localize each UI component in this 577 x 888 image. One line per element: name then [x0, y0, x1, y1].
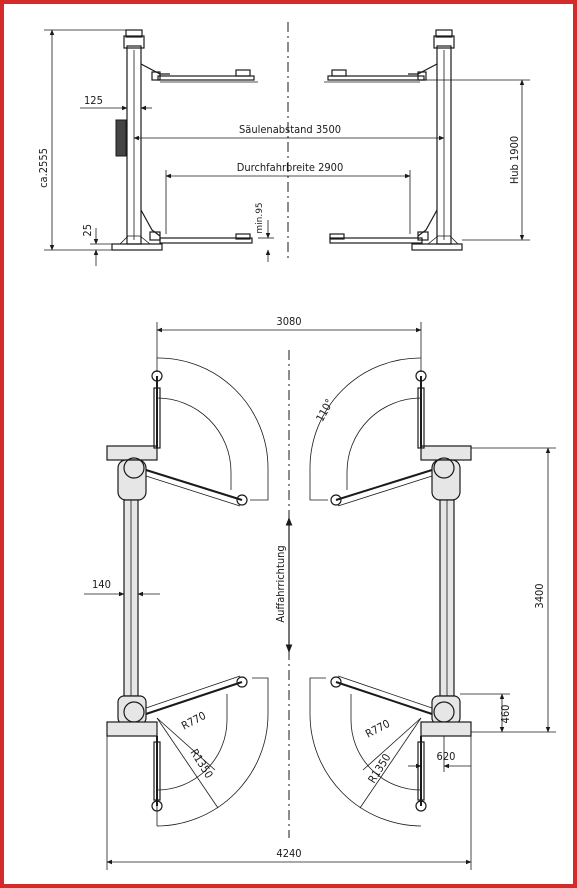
dim-125 — [80, 100, 152, 112]
right-arms-top — [330, 370, 433, 812]
column-spacing-label: Säulenabstand 3500 — [239, 123, 341, 136]
drive-through-label: Durchfahrbreite 2900 — [237, 161, 344, 174]
left-upper-arm — [140, 63, 258, 83]
top-view: 3080 110° Auffahrrichtung 140 3400 R770 … — [84, 315, 556, 870]
direction-label: Auffahrrichtung — [274, 545, 287, 622]
dim-drive-through — [165, 170, 411, 234]
dim-620-label: 620 — [437, 750, 456, 763]
dim-height-side — [44, 29, 126, 251]
swing-area-top-left — [156, 357, 269, 501]
right-column-side — [411, 29, 463, 251]
dim-620 — [408, 736, 471, 772]
dim-3400-label: 3400 — [533, 583, 546, 608]
dim-3400 — [471, 447, 556, 733]
right-upper-arm — [324, 63, 438, 83]
dim-125-label: 125 — [84, 94, 103, 107]
dim-140-label: 140 — [92, 578, 111, 591]
lift-height-label: Hub 1900 — [508, 136, 521, 184]
r770-left-label: R770 — [179, 709, 208, 733]
left-column-side — [111, 29, 163, 251]
dim-min95 — [258, 220, 274, 262]
right-lower-arm — [329, 209, 438, 244]
min-height-label: min.95 — [255, 202, 265, 233]
r770-right-label: R770 — [363, 717, 392, 741]
width-4240-label: 4240 — [276, 847, 301, 860]
control-box — [115, 119, 127, 157]
side-view: ca.2555 125 25 Säulenabstand 3500 Durchf… — [37, 22, 530, 266]
radius-leaders — [156, 717, 422, 809]
dim-25-label: 25 — [81, 224, 94, 237]
dim-3080 — [156, 322, 422, 372]
r1350-right-label: R1350 — [366, 752, 394, 786]
right-column-top — [420, 445, 472, 737]
dim-25 — [90, 228, 112, 266]
swing-area-bottom-right — [309, 677, 422, 827]
swing-area-top-right — [309, 357, 422, 501]
swing-area-bottom-left — [156, 677, 269, 827]
left-column-top — [106, 445, 158, 737]
left-arms-top — [145, 370, 248, 812]
dim-460-label: 460 — [499, 705, 512, 724]
dim-lift-height — [420, 79, 530, 241]
left-lower-arm — [140, 209, 253, 244]
width-3080-label: 3080 — [276, 315, 301, 328]
height-label: ca.2555 — [37, 148, 50, 188]
dim-4240 — [106, 736, 472, 870]
dim-460 — [460, 693, 510, 733]
